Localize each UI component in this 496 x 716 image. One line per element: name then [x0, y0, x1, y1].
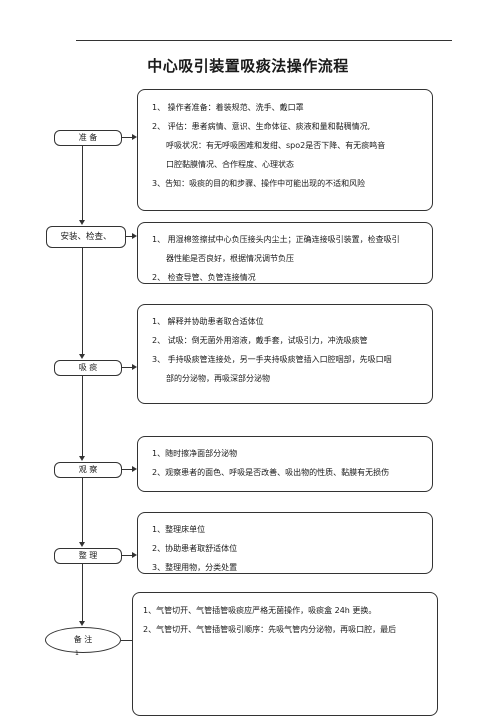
connector-2	[82, 248, 83, 354]
h-connector-install	[126, 236, 132, 237]
step-tidy: 整 理	[54, 548, 122, 564]
suction-line-1: 1、 解释并协助患者取合适体位	[152, 317, 264, 326]
tidy-line-3: 3、整理用物，分类处置	[152, 563, 238, 572]
arrow-1	[79, 220, 85, 225]
install-line-3: 2、 检查导管、负管连接情况	[152, 273, 256, 282]
page-marker: 1	[75, 650, 79, 657]
h-arrow-observe	[132, 466, 137, 472]
suction-line-3: 3、 手持吸痰管连接处，另一手夹持吸痰管插入口腔咽部，先吸口咽	[152, 355, 392, 364]
prepare-line-4: 口腔黏膜情况、合作程度、心理状态	[166, 160, 294, 169]
step-observe: 观 察	[54, 462, 122, 478]
step-suction: 吸 痰	[54, 360, 122, 376]
prepare-line-1: 1、 操作者准备：着装规范、洗手、戴口罩	[152, 103, 304, 112]
observe-line-1: 1、随时擦净面部分泌物	[152, 449, 238, 458]
arrow-4	[79, 542, 85, 547]
box-notes: 1、气管切开、气管插管吸痰应严格无菌操作，吸痰盒 24h 更换。 2、气管切开、…	[132, 592, 438, 716]
header-rule	[76, 40, 452, 41]
h-connector-notes	[121, 640, 132, 641]
box-observe: 1、随时擦净面部分泌物 2、观察患者的面色、呼吸是否改善、吸出物的性质、黏膜有无…	[137, 436, 433, 492]
box-prepare: 1、 操作者准备：着装规范、洗手、戴口罩 2、 评估：患者病情、意识、生命体征、…	[137, 89, 433, 211]
prepare-line-2: 2、 评估：患者病情、意识、生命体征、痰液和量和黏稠情况,	[152, 122, 371, 131]
box-suction: 1、 解释并协助患者取合适体位 2、 试吸：倒无菌外用溶液，戴手套，试吸引力，冲…	[137, 304, 433, 404]
tidy-line-2: 2、协助患者取舒适体位	[152, 544, 238, 553]
notes-line-1: 1、气管切开、气管插管吸痰应严格无菌操作，吸痰盒 24h 更换。	[143, 606, 377, 615]
h-connector-suction	[122, 367, 132, 368]
prepare-line-5: 3、告知：吸痰的目的和步骤、操作中可能出现的不适和风险	[152, 179, 366, 188]
h-connector-tidy	[122, 555, 132, 556]
h-connector-prepare	[122, 137, 132, 138]
step-install-check: 安装、检查、	[46, 226, 126, 248]
arrow-2	[79, 354, 85, 359]
step-notes: 备 注	[45, 627, 121, 653]
install-line-1: 1、 用湿棉签擦拭中心负压接头内尘土；正确连接吸引装置，检查吸引	[152, 235, 400, 244]
step-prepare: 准 备	[54, 130, 122, 146]
connector-3	[82, 376, 83, 456]
connector-4	[82, 478, 83, 542]
h-arrow-tidy	[132, 552, 137, 558]
arrow-3	[79, 456, 85, 461]
arrow-5	[79, 621, 85, 626]
box-tidy: 1、整理床单位 2、协助患者取舒适体位 3、整理用物，分类处置	[137, 512, 433, 574]
install-line-2: 器性能是否良好，根据情况调节负压	[166, 254, 294, 263]
page-title: 中心吸引装置吸痰法操作流程	[147, 57, 349, 75]
observe-line-2: 2、观察患者的面色、呼吸是否改善、吸出物的性质、黏膜有无损伤	[152, 468, 390, 477]
connector-1	[82, 146, 83, 220]
connector-5	[82, 564, 83, 621]
h-connector-observe	[122, 469, 132, 470]
tidy-line-1: 1、整理床单位	[152, 525, 206, 534]
suction-line-2: 2、 试吸：倒无菌外用溶液，戴手套，试吸引力，冲洗吸痰管	[152, 336, 368, 345]
h-arrow-prepare	[132, 134, 137, 140]
prepare-line-3: 呼吸状况：有无呼吸困难和发绀、spo2是否下降、有无痰鸣音	[166, 141, 386, 150]
h-arrow-suction	[132, 364, 137, 370]
notes-line-2: 2、气管切开、气管插管吸引顺序：先吸气管内分泌物，再吸口腔，最后	[143, 625, 397, 634]
h-arrow-install	[132, 233, 137, 239]
box-install: 1、 用湿棉签擦拭中心负压接头内尘土；正确连接吸引装置，检查吸引 器性能是否良好…	[137, 222, 433, 284]
suction-line-4: 部的分泌物，再吸深部分泌物	[166, 374, 270, 383]
